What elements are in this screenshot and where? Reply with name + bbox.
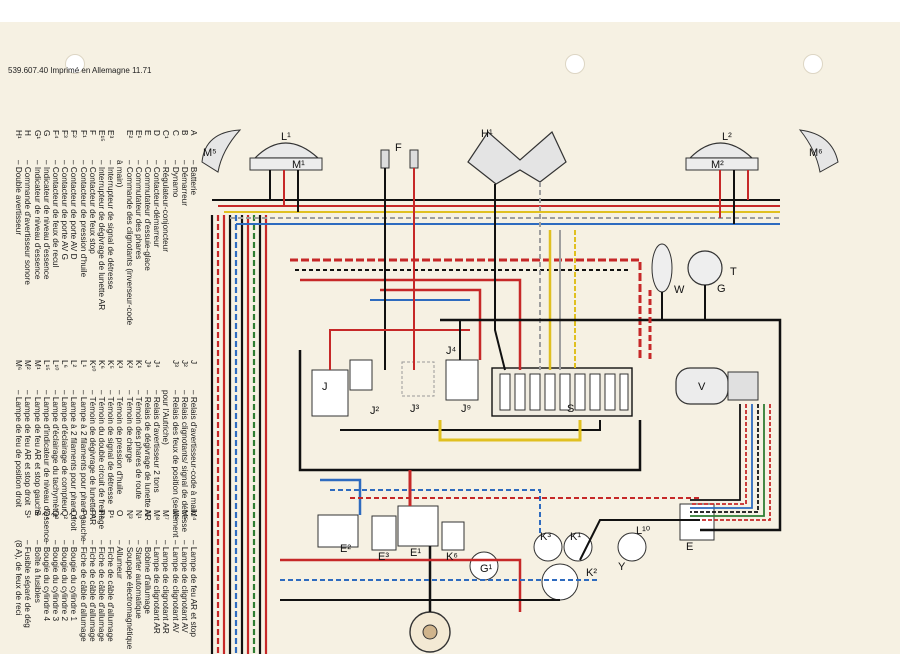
headlight-left	[249, 142, 323, 171]
wiper-wire	[690, 404, 765, 517]
punch-hole-2	[565, 54, 585, 74]
label-L2: L²	[722, 131, 732, 143]
distributor	[409, 611, 451, 653]
label-J9: J⁹	[461, 403, 471, 415]
label-Y: Y	[618, 561, 626, 573]
label-G1: G¹	[480, 563, 493, 575]
label-V: V	[698, 381, 706, 393]
label-J4: J⁴	[446, 345, 457, 357]
label-J: J	[322, 381, 328, 393]
speedometer	[541, 563, 579, 601]
punch-hole-1	[65, 54, 85, 74]
label-K3: K³	[540, 531, 551, 543]
headlight-right	[685, 142, 759, 171]
label-M1: M¹	[292, 159, 305, 171]
label-M2: M²	[711, 159, 724, 171]
label-K1: K¹	[570, 531, 581, 543]
wiper-wire	[690, 404, 741, 501]
ignition-switch-area	[317, 505, 465, 551]
harness-wire	[579, 519, 700, 561]
label-K2: K²	[586, 567, 597, 579]
page-top-margin	[0, 0, 900, 22]
label-T: T	[730, 266, 737, 278]
label-L1: L¹	[281, 131, 291, 143]
label-K6: K⁶	[446, 551, 458, 563]
wiper-wire	[690, 404, 759, 513]
harness-wire	[280, 558, 522, 612]
label-L10: L¹⁰	[636, 525, 651, 537]
wiper-wire	[690, 404, 771, 521]
label-E: E	[686, 541, 693, 553]
horn-wire	[494, 184, 506, 371]
wiper-motor-V	[675, 367, 759, 405]
wire-harness	[210, 168, 782, 654]
label-E1: E¹	[410, 547, 421, 559]
wiper-wire	[690, 404, 747, 505]
fuel-sender-G	[687, 250, 723, 286]
warning-lamps-K	[533, 532, 593, 562]
harness-wire	[340, 420, 601, 431]
ignition-wire	[320, 478, 362, 515]
relay-wire	[329, 329, 470, 370]
relay-J4	[445, 359, 479, 401]
horn-H1	[467, 131, 567, 185]
label-G: G	[717, 283, 726, 295]
fuse-box-S	[491, 367, 633, 417]
relay-J2	[349, 359, 373, 391]
lamp-L10	[617, 532, 647, 562]
turn-signal-right	[798, 129, 839, 173]
punch-hole-3	[803, 54, 823, 74]
sender-W	[651, 243, 673, 293]
harness-wire	[438, 420, 582, 442]
label-E3: E³	[378, 551, 389, 563]
label-J2: J²	[370, 405, 380, 417]
turn-signal-left	[201, 129, 242, 173]
label-M6: M⁶	[809, 147, 823, 159]
print-reference: 539.607.40 Imprimé en Allemagne 11.71	[8, 66, 152, 75]
component-labels: L¹ L² M⁵ M¹ M² M⁶ F H¹ W G T V S J J² J³…	[203, 128, 823, 579]
ignition-wire	[330, 489, 541, 533]
label-M5: M⁵	[203, 147, 217, 159]
relay-J	[311, 369, 349, 417]
label-W: W	[674, 284, 685, 296]
harness-wire	[440, 318, 782, 532]
label-F: F	[395, 142, 402, 154]
harness-wire	[298, 350, 642, 472]
harness-wire	[300, 278, 522, 370]
label-H1: H¹	[481, 128, 493, 140]
relay-J3	[401, 361, 435, 397]
label-J3: J³	[410, 403, 420, 415]
wiper-wire	[690, 404, 753, 509]
label-S: S	[567, 403, 574, 415]
wiper-switch-E	[679, 503, 715, 541]
label-E2: E²	[340, 543, 351, 555]
harness-wire-red-loop	[290, 258, 642, 360]
